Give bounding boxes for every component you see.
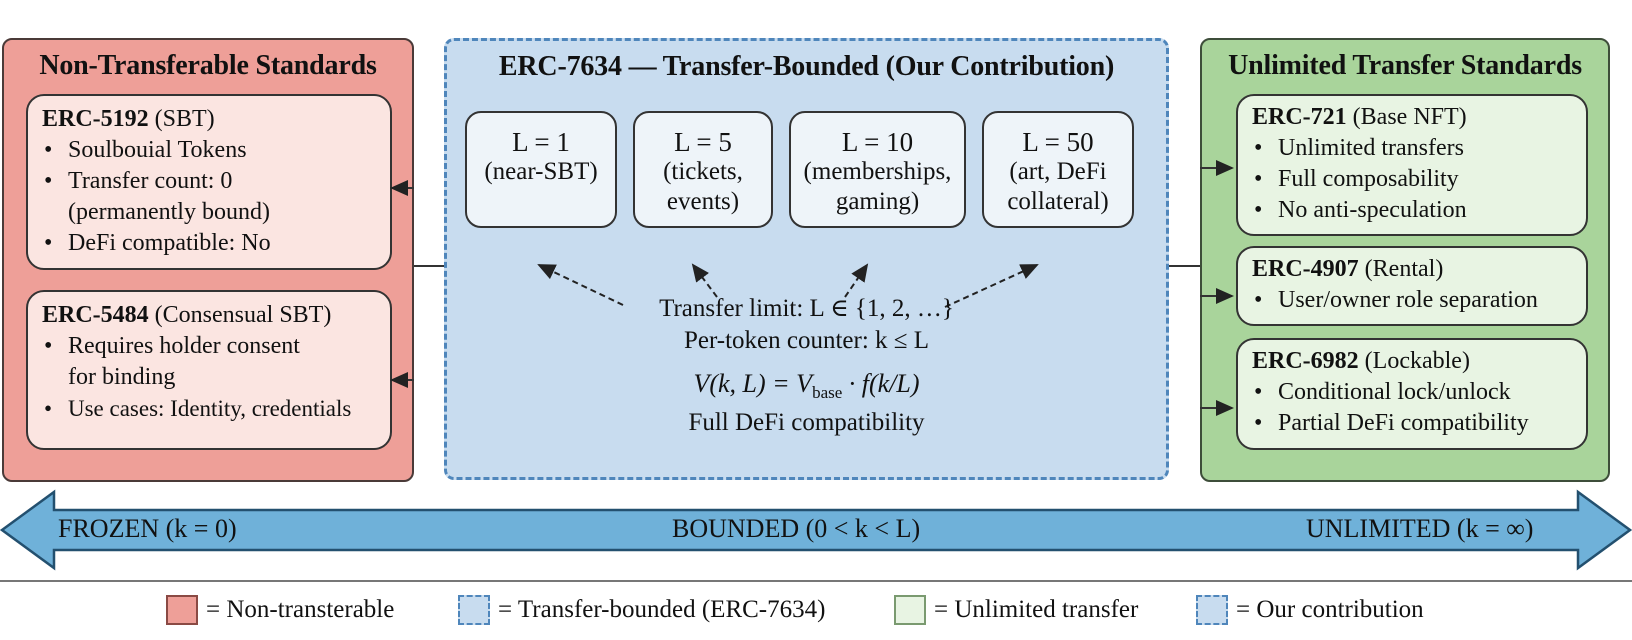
legend-item-our-contribution: = Our contribution bbox=[1196, 592, 1424, 628]
transfer-spectrum-arrow bbox=[0, 489, 1632, 571]
card-line: Partial DeFi compatibility bbox=[1252, 408, 1576, 439]
limit-box-5: L = 5 (tickets, events) bbox=[633, 111, 773, 228]
legend-swatch bbox=[1196, 595, 1228, 625]
dashed-arrow bbox=[537, 264, 624, 306]
counter-text: Per-token counter: k ≤ L bbox=[683, 327, 930, 354]
standard-subtitle: (SBT) bbox=[154, 106, 215, 132]
limit-desc: collateral) bbox=[1007, 188, 1109, 215]
dashed-arrow bbox=[944, 264, 1039, 308]
card-line: No anti-speculation bbox=[1252, 195, 1576, 226]
value-formula: V(k, L) = Vbase · f(k/L) bbox=[447, 369, 1166, 403]
standard-subtitle: (Consensual SBT) bbox=[154, 302, 332, 328]
card-line: Requires holder consent bbox=[42, 331, 378, 362]
formula-subscript: base bbox=[812, 383, 843, 403]
card-title: ERC-721 (Base NFT) bbox=[1252, 102, 1576, 133]
limit-desc: (tickets, bbox=[663, 158, 743, 185]
limit-desc: events) bbox=[666, 188, 740, 215]
card-erc-6982: ERC-6982 (Lockable) Conditional lock/unl… bbox=[1236, 338, 1588, 450]
legend-swatch bbox=[458, 595, 490, 625]
dashed-arrow bbox=[844, 263, 869, 298]
card-line: Full composability bbox=[1252, 164, 1576, 195]
standard-id: ERC-5192 bbox=[42, 106, 149, 132]
spectrum-arrow-shape bbox=[0, 489, 1632, 571]
unlimited-transfer-panel: Unlimited Transfer Standards ERC-721 (Ba… bbox=[1200, 38, 1610, 482]
card-line: Unlimited transfers bbox=[1252, 133, 1576, 164]
card-line: Soulbouial Tokens bbox=[42, 135, 378, 166]
standard-id: ERC-4907 bbox=[1252, 256, 1359, 282]
limit-box-50: L = 50 (art, DeFi collateral) bbox=[982, 111, 1134, 228]
non-transferable-panel: Non-Transferable Standards ERC-5192 (SBT… bbox=[2, 38, 414, 482]
limit-value: L = 5 bbox=[674, 127, 732, 157]
card-line: for binding bbox=[68, 364, 176, 390]
limit-value: L = 50 bbox=[1022, 127, 1094, 157]
limit-dashed-arrows bbox=[537, 263, 1039, 308]
formula-lhs: V(k, L) = V bbox=[693, 369, 813, 398]
limit-desc: (art, DeFi bbox=[1009, 158, 1107, 185]
dashed-arrow bbox=[691, 263, 718, 298]
transfer-bounded-panel: ERC-7634 — Transfer-Bounded (Our Contrib… bbox=[444, 38, 1169, 480]
limit-value: L = 1 bbox=[512, 127, 570, 157]
card-line: Transfer count: 0 bbox=[42, 166, 378, 197]
limit-value: L = 10 bbox=[841, 127, 914, 157]
limit-desc: (near-SBT) bbox=[484, 158, 598, 185]
card-line: (permanently bound) bbox=[68, 199, 270, 225]
legend-item-non-transferable: = Non-transterable bbox=[166, 592, 394, 628]
card-line: Use cases: Identity, credentials bbox=[42, 393, 378, 424]
standard-subtitle: (Rental) bbox=[1364, 256, 1444, 282]
card-erc-4907: ERC-4907 (Rental) User/owner role separa… bbox=[1236, 246, 1588, 326]
card-title: ERC-5484 (Consensual SBT) bbox=[42, 300, 378, 331]
spectrum-label-frozen: FROZEN (k = 0) bbox=[58, 514, 237, 543]
card-title: ERC-4907 (Rental) bbox=[1252, 254, 1576, 285]
legend-item-transfer-bounded: = Transfer-bounded (ERC-7634) bbox=[458, 592, 825, 628]
standard-id: ERC-721 bbox=[1252, 104, 1347, 130]
limit-desc: gaming) bbox=[835, 188, 920, 215]
panel-title: Unlimited Transfer Standards bbox=[1228, 50, 1582, 81]
legend-label: = Non-transterable bbox=[206, 596, 395, 623]
card-line: Conditional lock/unlock bbox=[1252, 377, 1576, 408]
card-erc-721: ERC-721 (Base NFT) Unlimited transfers F… bbox=[1236, 94, 1588, 236]
card-title: ERC-5192 (SBT) bbox=[42, 104, 378, 135]
standard-id: ERC-6982 bbox=[1252, 348, 1359, 374]
legend-label: = Our contribution bbox=[1236, 596, 1424, 623]
standard-subtitle: (Base NFT) bbox=[1352, 104, 1467, 130]
spectrum-label-bounded: BOUNDED (0 < k < L) bbox=[672, 514, 921, 543]
limit-desc: (memberships, bbox=[803, 158, 952, 185]
limit-box-1: L = 1 (near-SBT) bbox=[465, 111, 617, 228]
card-line: DeFi compatible: No bbox=[42, 228, 378, 259]
limit-box-10: L = 10 (memberships, gaming) bbox=[789, 111, 966, 228]
card-title: ERC-6982 (Lockable) bbox=[1252, 346, 1576, 377]
legend-swatch bbox=[166, 595, 198, 625]
transfer-limit-text: Transfer limit: L ∈ {1, 2, …} bbox=[659, 295, 954, 322]
spectrum-label-unlimited: UNLIMITED (k = ∞) bbox=[1306, 514, 1534, 543]
panel-title: Non-Transferable Standards bbox=[39, 50, 377, 81]
panel-title: ERC-7634 — Transfer-Bounded (Our Contrib… bbox=[498, 51, 1115, 82]
legend-swatch bbox=[894, 595, 926, 625]
legend-item-unlimited: = Unlimited transfer bbox=[894, 592, 1138, 628]
legend-divider bbox=[0, 580, 1632, 582]
standard-subtitle: (Lockable) bbox=[1364, 348, 1470, 374]
legend-label: = Transfer-bounded (ERC-7634) bbox=[498, 596, 826, 623]
card-erc-5484: ERC-5484 (Consensual SBT) Requires holde… bbox=[26, 290, 392, 450]
card-erc-5192: ERC-5192 (SBT) Soulbouial Tokens Transfe… bbox=[26, 94, 392, 270]
card-line: User/owner role separation bbox=[1252, 285, 1576, 316]
formula-rhs: · f(k/L) bbox=[842, 369, 920, 398]
defi-compat-text: Full DeFi compatibility bbox=[688, 409, 925, 436]
legend-label: = Unlimited transfer bbox=[934, 596, 1139, 623]
standard-id: ERC-5484 bbox=[42, 302, 149, 328]
